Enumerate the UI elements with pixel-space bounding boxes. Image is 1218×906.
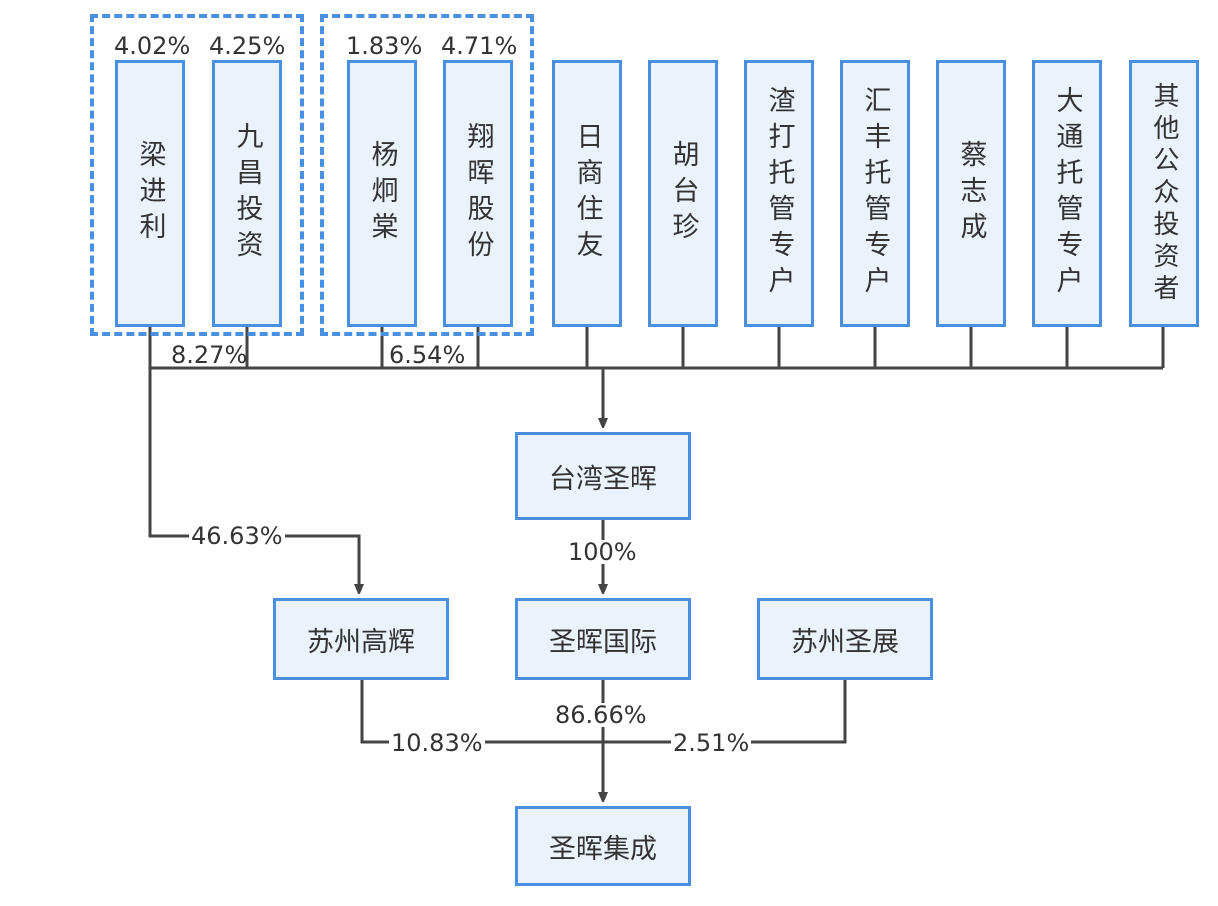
pct-xianghui-gufen: 4.71% [441, 32, 518, 60]
shareholder-label: 杨炯棠 [366, 139, 398, 248]
group-box-yang [320, 14, 534, 336]
pct-liang-to-gaohui: 46.63% [189, 522, 285, 550]
shareholder-datong-tuoguan: 大通托管专户 [1032, 60, 1102, 327]
entity-suzhou-shengzhan: 苏州圣展 [757, 598, 933, 680]
pct-shengzhan-to-jicheng: 2.51% [671, 729, 752, 757]
pct-group-liang: 8.27% [171, 341, 248, 369]
shareholder-qita-gongzhong: 其他公众投资者 [1129, 60, 1199, 327]
shareholder-liang-jinli: 梁进利 [115, 60, 185, 327]
shareholder-label: 渣打托管专户 [763, 85, 795, 302]
shareholder-yang-jiongtang: 杨炯棠 [347, 60, 417, 327]
shareholder-cai-zhicheng: 蔡志成 [936, 60, 1006, 327]
connector-gaohui-to-jicheng [360, 680, 603, 744]
shareholder-label: 梁进利 [134, 139, 166, 248]
shareholder-jiuchang-touzi: 九昌投资 [212, 60, 282, 327]
pct-yang-jiongtang: 1.83% [346, 32, 423, 60]
pct-guoji-to-jicheng: 86.66% [553, 701, 649, 729]
entity-shenghui-jicheng: 圣晖集成 [515, 806, 691, 886]
shareholder-zhada-tuoguan: 渣打托管专户 [744, 60, 814, 327]
entity-taiwan-shenghui: 台湾圣晖 [515, 432, 691, 520]
pct-jiuchang-touzi: 4.25% [209, 32, 286, 60]
shareholder-huifeng-tuoguan: 汇丰托管专户 [840, 60, 910, 327]
entity-shenghui-guoji: 圣晖国际 [515, 598, 691, 680]
shareholder-label: 翔晖股份 [462, 121, 494, 266]
pct-taiwan-to-guoji: 100% [566, 538, 639, 566]
shareholder-rishang-zhuyou: 日商住友 [552, 60, 622, 327]
shareholder-label: 日商住友 [571, 121, 603, 266]
shareholder-hu-taizhen: 胡台珍 [648, 60, 718, 327]
pct-gaohui-to-jicheng: 10.83% [389, 729, 485, 757]
shareholder-xianghui-gufen: 翔晖股份 [443, 60, 513, 327]
shareholder-label: 九昌投资 [231, 121, 263, 266]
group-box-liang [90, 14, 304, 336]
entity-suzhou-gaohui: 苏州高辉 [273, 598, 449, 680]
shareholder-label: 大通托管专户 [1051, 85, 1083, 302]
shareholder-label: 蔡志成 [955, 139, 987, 248]
shareholder-label: 胡台珍 [667, 139, 699, 248]
shareholder-label: 其他公众投资者 [1149, 81, 1179, 306]
arrow-liang-to-gaohui [148, 368, 359, 590]
shareholder-label: 汇丰托管专户 [859, 85, 891, 302]
pct-group-yang: 6.54% [389, 341, 466, 369]
pct-liang-jinli: 4.02% [114, 32, 191, 60]
